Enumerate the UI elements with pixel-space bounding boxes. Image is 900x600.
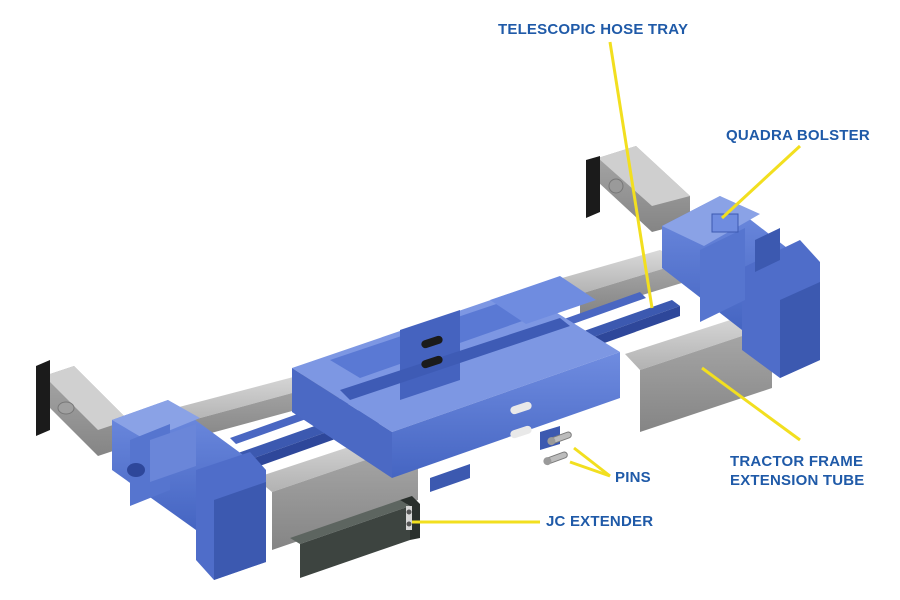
label-tractor-frame-line1: TRACTOR FRAME xyxy=(730,453,864,470)
label-jc-extender-text: JC EXTENDER xyxy=(546,513,654,530)
leader-tractor-frame xyxy=(701,366,801,442)
leader-telescopic-hose-tray xyxy=(608,41,654,309)
left-bolster xyxy=(112,400,266,580)
left-end-plate xyxy=(36,360,50,436)
label-tractor-frame-extension-tube: TRACTOR FRAME EXTENSION TUBE xyxy=(730,452,864,490)
back-right-tube xyxy=(586,146,690,232)
tractor-frame-extension-tube xyxy=(625,312,772,432)
pin xyxy=(543,451,568,466)
leader-quadra-bolster xyxy=(720,144,802,220)
left-outer-tube xyxy=(36,360,128,456)
label-quadra-bolster-text: QUADRA BOLSTER xyxy=(726,127,870,144)
label-tractor-frame-line2: EXTENSION TUBE xyxy=(730,472,865,489)
leader-pins-a xyxy=(573,446,611,478)
leader-lines xyxy=(412,41,802,524)
right-rail-tube xyxy=(555,250,685,314)
label-telescopic-hose-tray: TELESCOPIC HOSE TRAY xyxy=(498,20,688,39)
quadra-bolster xyxy=(662,196,820,378)
central-subframe xyxy=(292,276,620,492)
pins xyxy=(543,431,572,466)
pin xyxy=(547,431,572,446)
label-pins: PINS xyxy=(615,468,651,487)
jc-extender xyxy=(290,496,420,578)
back-right-end-plate xyxy=(586,156,600,218)
leader-pins-b xyxy=(569,460,611,478)
label-telescopic-hose-tray-text: TELESCOPIC HOSE TRAY xyxy=(498,21,689,38)
label-jc-extender: JC EXTENDER xyxy=(546,512,653,531)
label-pins-text: PINS xyxy=(615,469,651,486)
label-quadra-bolster: QUADRA BOLSTER xyxy=(726,126,870,145)
